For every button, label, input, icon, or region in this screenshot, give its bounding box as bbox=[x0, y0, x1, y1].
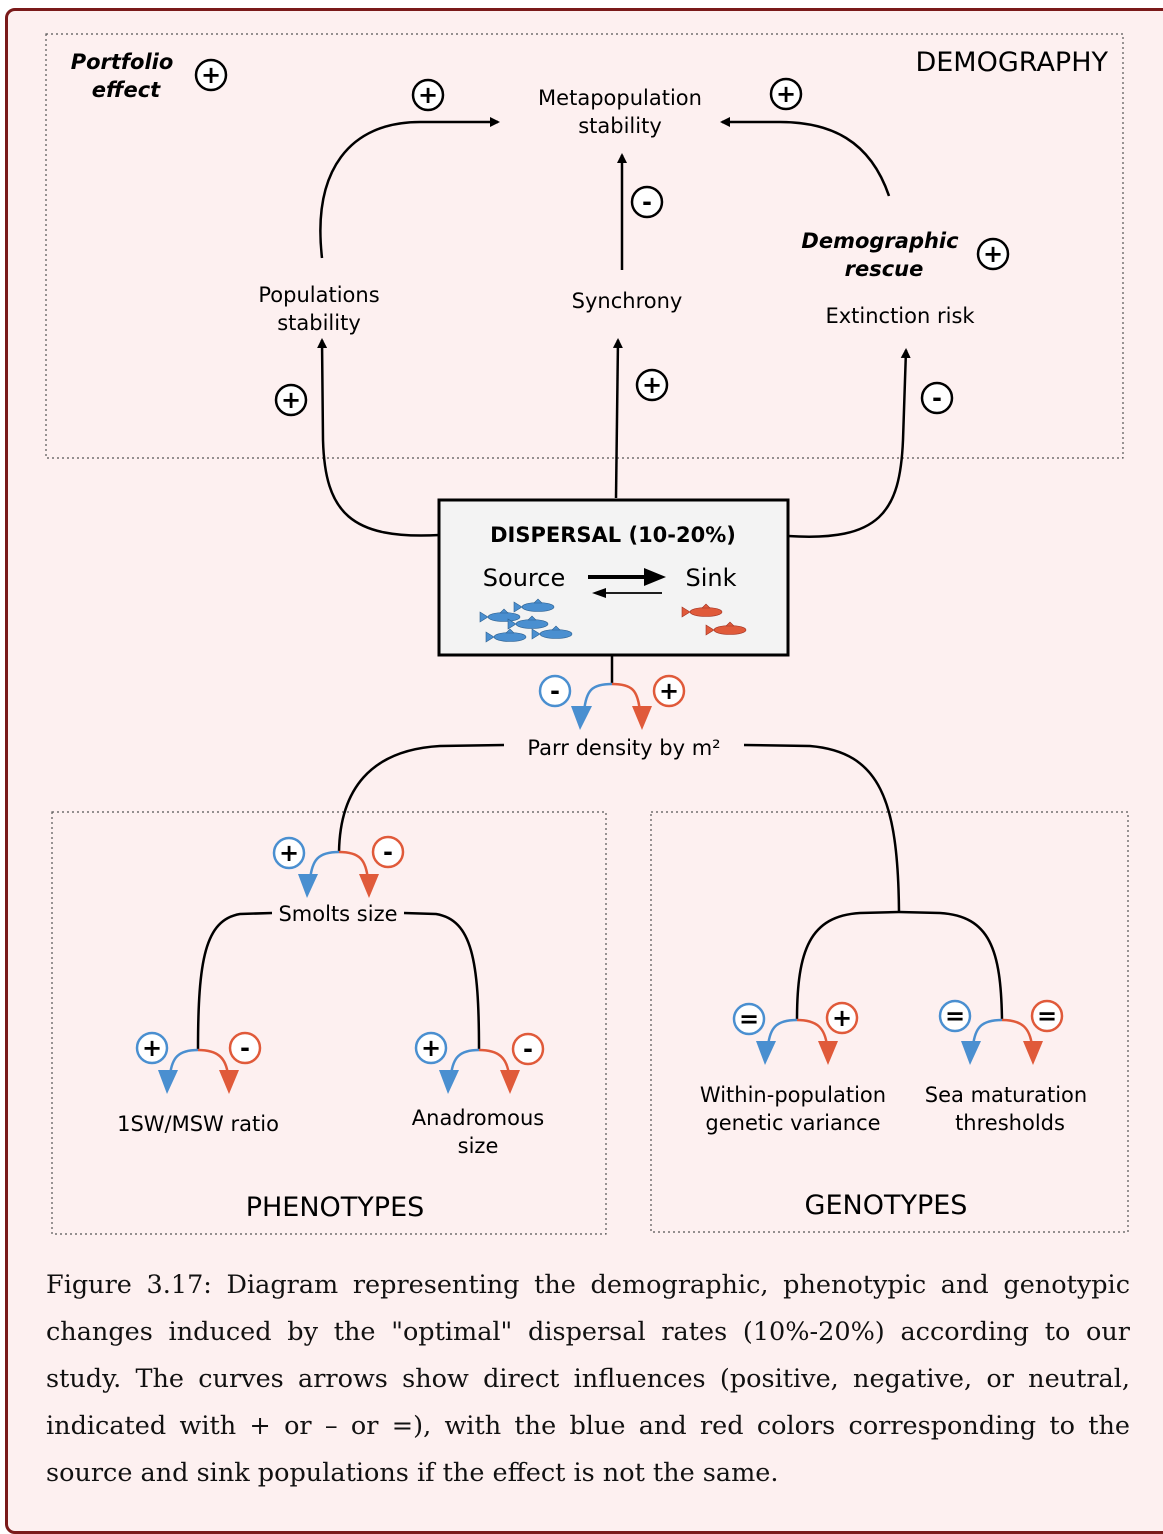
diagram: DEMOGRAPHY PHENOTYPES GENOTYPES Portfoli… bbox=[45, 33, 1129, 1235]
source-ratio-arrowhead bbox=[158, 1070, 178, 1094]
minus-icon: - bbox=[920, 381, 954, 415]
smolts-size-label: Smolts size bbox=[278, 902, 397, 926]
svg-text:+: + bbox=[201, 61, 221, 89]
phenotypes-box bbox=[51, 811, 607, 1235]
source-smolts-arrowhead bbox=[298, 874, 318, 898]
svg-text:=: = bbox=[739, 1005, 759, 1033]
plus-icon: + bbox=[411, 78, 445, 112]
metapopulation-stability-label-2: stability bbox=[578, 114, 662, 138]
within-population-label-2: genetic variance bbox=[705, 1111, 880, 1135]
genotypes-split-line-2 bbox=[898, 910, 1004, 1021]
svg-text:=: = bbox=[1037, 1002, 1057, 1030]
sink-within-arrowhead bbox=[818, 1041, 838, 1065]
sink-anadromous-arrowhead bbox=[500, 1070, 520, 1094]
source-within-arrowhead bbox=[756, 1041, 776, 1065]
equal-icon: = bbox=[938, 999, 972, 1033]
source-fish-group bbox=[479, 598, 573, 643]
populations-stability-label: Populations bbox=[258, 283, 379, 307]
svg-text:-: - bbox=[240, 1034, 250, 1062]
svg-text:+: + bbox=[832, 1004, 852, 1032]
demographic-rescue-label: Demographic bbox=[801, 229, 959, 253]
figure-frame bbox=[5, 8, 1163, 1534]
plus-icon: + bbox=[635, 368, 669, 402]
svg-text:+: + bbox=[142, 1034, 162, 1062]
plus-icon: + bbox=[769, 77, 803, 111]
sink-parr-arrowhead bbox=[632, 706, 652, 730]
svg-text:+: + bbox=[279, 839, 299, 867]
svg-text:-: - bbox=[642, 188, 652, 216]
plus-icon: + bbox=[652, 674, 686, 708]
source-parr-arrowhead bbox=[571, 706, 592, 730]
portfolio-effect-label-2: effect bbox=[92, 78, 161, 102]
plus-icon: + bbox=[825, 1001, 859, 1035]
minus-icon: - bbox=[538, 674, 572, 708]
demography-title: DEMOGRAPHY bbox=[915, 47, 1108, 78]
svg-text:-: - bbox=[523, 1035, 533, 1063]
svg-text:+: + bbox=[659, 677, 679, 705]
sea-maturation-label: Sea maturation bbox=[925, 1083, 1087, 1107]
svg-text:+: + bbox=[421, 1034, 441, 1062]
svg-text:+: + bbox=[642, 371, 662, 399]
parr-density-label: Parr density by m² bbox=[527, 736, 720, 760]
minus-icon: - bbox=[511, 1032, 545, 1066]
plus-icon: + bbox=[976, 237, 1010, 271]
svg-text:-: - bbox=[932, 384, 942, 412]
sink-to-source-arrowhead bbox=[592, 588, 606, 598]
genotypes-box bbox=[650, 811, 1129, 1233]
equal-icon: = bbox=[1030, 999, 1064, 1033]
synchrony-label: Synchrony bbox=[572, 289, 683, 313]
extinction-risk-label: Extinction risk bbox=[825, 304, 975, 328]
anadromous-size-label-2: size bbox=[458, 1134, 499, 1158]
parr-to-genotypes-line bbox=[743, 743, 901, 913]
minus-icon: - bbox=[228, 1031, 262, 1065]
svg-text:-: - bbox=[550, 677, 560, 705]
svg-text:=: = bbox=[945, 1002, 965, 1030]
sea-maturation-label-2: thresholds bbox=[955, 1111, 1065, 1135]
svg-text:+: + bbox=[418, 81, 438, 109]
dispersal-to-extinction-arrow bbox=[787, 348, 911, 538]
demography-box bbox=[45, 33, 1124, 459]
anadromous-size-label: Anadromous bbox=[412, 1106, 544, 1130]
smolts-to-anadromous-line bbox=[403, 911, 481, 1051]
plus-icon: + bbox=[414, 1031, 448, 1065]
parr-to-smolts-line bbox=[337, 743, 505, 853]
minus-icon: - bbox=[371, 835, 405, 869]
minus-icon: - bbox=[630, 185, 664, 219]
sink-sea-arrowhead bbox=[1023, 1041, 1043, 1065]
source-label: Source bbox=[483, 564, 565, 592]
equal-icon: = bbox=[732, 1002, 766, 1036]
source-to-sink-arrowhead bbox=[644, 568, 666, 586]
portfolio-effect-label: Portfolio bbox=[71, 50, 174, 74]
svg-text:+: + bbox=[983, 240, 1003, 268]
svg-text:-: - bbox=[383, 838, 393, 866]
sink-label: Sink bbox=[685, 564, 736, 592]
sink-smolts-arrowhead bbox=[359, 874, 379, 898]
demographic-rescue-label-2: rescue bbox=[845, 257, 924, 281]
dispersal-to-pop-arrow bbox=[317, 338, 441, 537]
within-population-label: Within-population bbox=[700, 1083, 886, 1107]
ratio-label: 1SW/MSW ratio bbox=[117, 1112, 279, 1136]
source-sea-arrowhead bbox=[961, 1041, 981, 1065]
plus-icon: + bbox=[272, 836, 306, 870]
metapopulation-stability-label: Metapopulation bbox=[538, 86, 702, 110]
pop-to-meta-arrow bbox=[319, 117, 500, 259]
svg-text:+: + bbox=[281, 386, 301, 414]
plus-icon: + bbox=[135, 1031, 169, 1065]
sink-ratio-arrowhead bbox=[219, 1070, 239, 1094]
smolts-to-ratio-line bbox=[196, 911, 273, 1051]
plus-icon: + bbox=[274, 383, 308, 417]
genotypes-title: GENOTYPES bbox=[805, 1190, 968, 1221]
phenotypes-title: PHENOTYPES bbox=[246, 1192, 425, 1223]
genotypes-split-line bbox=[795, 910, 900, 1021]
plus-icon: + bbox=[194, 58, 228, 92]
source-anadromous-arrowhead bbox=[439, 1070, 459, 1094]
populations-stability-label-2: stability bbox=[277, 311, 361, 335]
extinction-to-meta-arrow bbox=[720, 117, 891, 197]
sink-fish-group bbox=[681, 603, 747, 636]
figure-caption: Figure 3.17: Diagram representing the de… bbox=[46, 1270, 1130, 1488]
dispersal-title: DISPERSAL (10-20%) bbox=[490, 523, 736, 547]
svg-text:+: + bbox=[776, 80, 796, 108]
dispersal-to-sync-arrow bbox=[612, 338, 623, 499]
